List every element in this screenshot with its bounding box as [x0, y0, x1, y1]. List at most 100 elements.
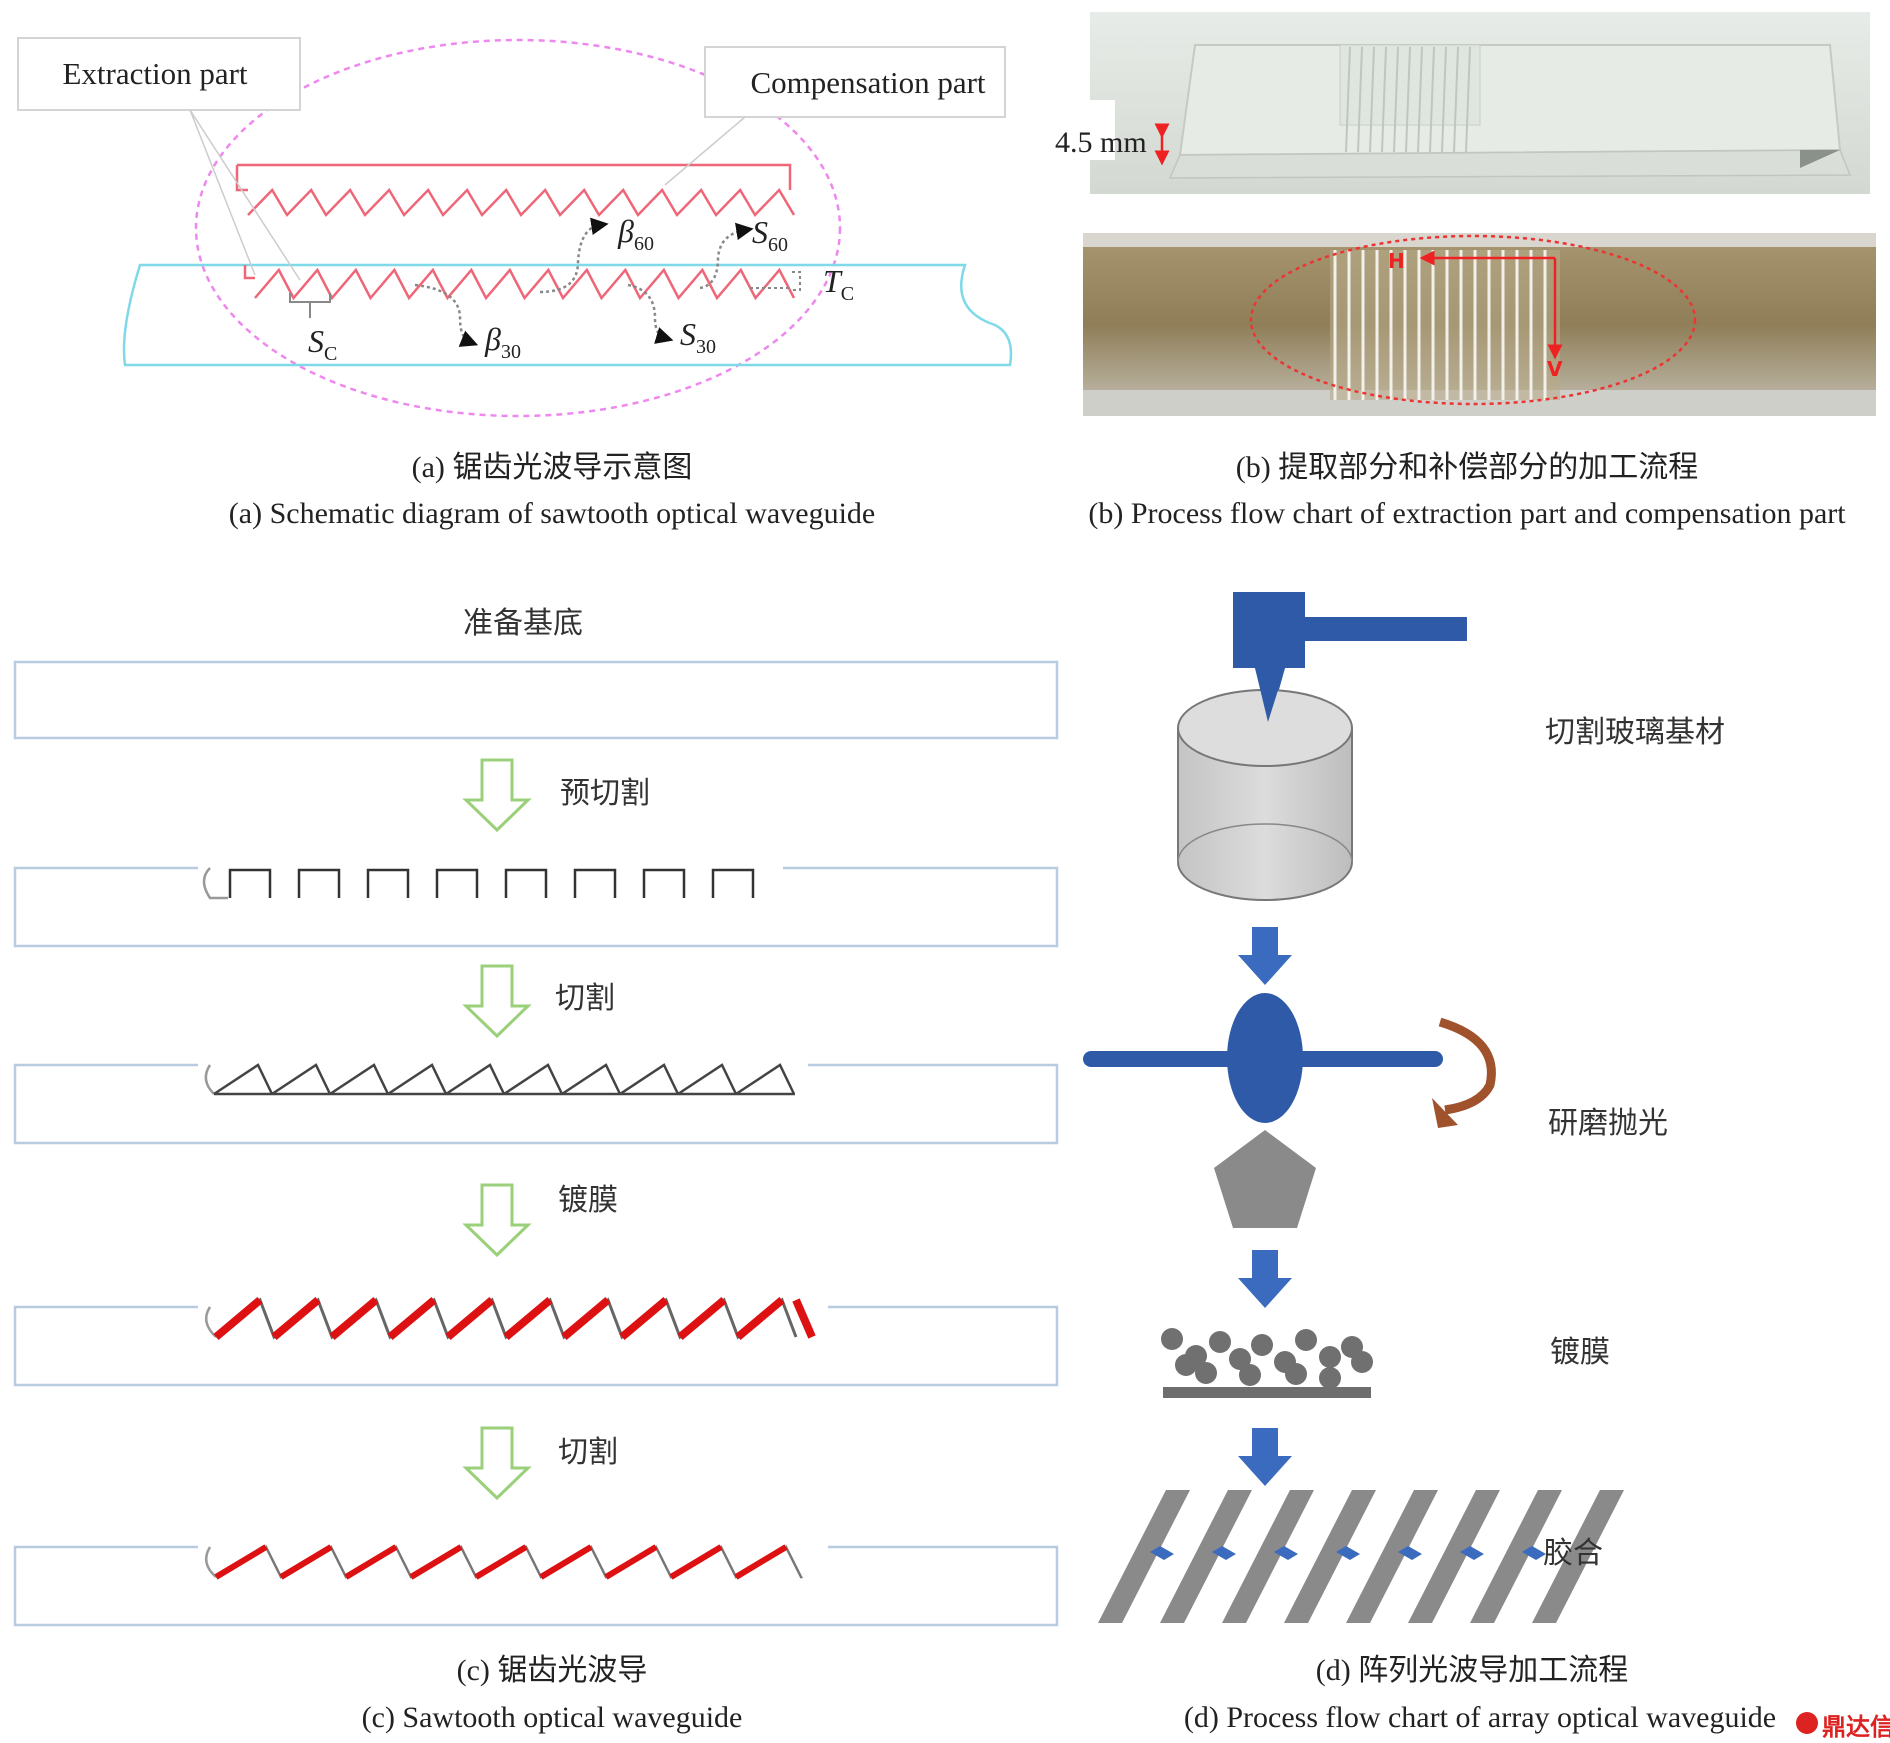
waveguide-photo-bottom: H V	[1083, 233, 1876, 416]
precut-label: 预切割	[560, 776, 650, 811]
glass-strip	[1470, 1490, 1562, 1623]
final-sawtooth-red	[214, 1544, 788, 1580]
coating-label-d: 镀膜	[1550, 1335, 1610, 1370]
s30-label: S30	[680, 316, 716, 358]
compensation-part-outline	[235, 163, 792, 192]
selection-ellipse	[1249, 234, 1697, 406]
particle	[1319, 1367, 1341, 1389]
watermark-text: 鼎达信	[1822, 1713, 1890, 1741]
final-sawtooth-gray	[215, 1545, 804, 1579]
particle	[1229, 1348, 1251, 1370]
particle	[1195, 1362, 1217, 1384]
top-photo-stripes	[1345, 46, 1471, 153]
glued-array-icon	[1098, 1490, 1624, 1623]
cut-glass-label: 切割玻璃基材	[1545, 715, 1725, 750]
beta60-label: β60	[617, 213, 654, 255]
compensation-label: Compensation part	[750, 65, 985, 100]
grinding-wheel-icon	[1083, 993, 1496, 1228]
glass-stripe	[1429, 46, 1435, 153]
down-arrow-3	[462, 1183, 532, 1258]
glass-stripe	[1405, 46, 1411, 153]
glass-strip	[1222, 1490, 1314, 1623]
glue-label: 胶合	[1543, 1536, 1603, 1571]
particle	[1285, 1363, 1307, 1385]
panel-a-caption-cn: (a) 锯齿光波导示意图	[412, 451, 693, 484]
prepare-substrate-label: 准备基底	[463, 606, 583, 641]
glass-strip	[1160, 1490, 1252, 1623]
tc-label: TC	[823, 263, 854, 305]
panel-d-caption-cn: (d) 阵列光波导加工流程	[1316, 1654, 1628, 1687]
glass-cylinder-icon	[1177, 668, 1353, 901]
glass-stripe	[1441, 46, 1447, 153]
cutting-tool-icon	[1233, 592, 1467, 722]
down-arrow-4	[462, 1426, 532, 1501]
bottom-photo-stripes	[1333, 250, 1547, 400]
extraction-notch	[243, 265, 255, 280]
glass-strip	[1284, 1490, 1376, 1623]
beta30-arrow	[414, 283, 479, 347]
particle	[1209, 1331, 1231, 1353]
extraction-label-box	[17, 37, 301, 111]
waveguide-outline	[122, 263, 1013, 367]
compensation-leader	[664, 116, 746, 186]
glue-mark	[1460, 1546, 1484, 1560]
substrate-2	[13, 866, 1059, 948]
down-arrow-2	[462, 964, 532, 1039]
substrate-3	[13, 1063, 1059, 1145]
precut-notches	[228, 868, 755, 898]
tc-bracket	[750, 271, 801, 291]
glass-strip	[1098, 1490, 1190, 1623]
particle	[1295, 1329, 1317, 1351]
glue-mark	[1150, 1546, 1174, 1560]
glass-stripe	[1357, 46, 1363, 153]
extraction-sawtooth	[254, 267, 796, 301]
glue-mark	[1336, 1546, 1360, 1560]
highlight-ellipse	[194, 38, 842, 418]
panel-b-caption-cn: (b) 提取部分和补偿部分的加工流程	[1236, 451, 1698, 484]
s60-arrow	[699, 222, 754, 290]
extraction-label: Extraction part	[62, 56, 247, 91]
panel-a-caption-en: (a) Schematic diagram of sawtooth optica…	[229, 497, 875, 530]
panel-a-sawtooth-schematic: Extraction part Compensation part β60 S6…	[17, 37, 1013, 530]
particle	[1161, 1328, 1183, 1350]
substrate-5	[13, 1545, 1059, 1627]
particle	[1251, 1334, 1273, 1356]
v-label: V	[1547, 357, 1563, 381]
beta30-label: β30	[484, 321, 521, 363]
panel-c-sawtooth-process: 准备基底 预切割 切割 镀膜 切割 (c) 锯齿光波导 (c) Sawtooth…	[13, 606, 1059, 1734]
glue-mark	[1398, 1546, 1422, 1560]
blue-arrow-1	[1238, 927, 1292, 985]
grind-polish-label: 研磨抛光	[1548, 1106, 1668, 1141]
glass-stripe	[1465, 46, 1471, 153]
glass-strip	[1346, 1490, 1438, 1623]
glass-strip	[1408, 1490, 1500, 1623]
blue-arrow-3	[1238, 1428, 1292, 1486]
glass-stripe	[1417, 46, 1423, 153]
coated-sawtooth-red	[213, 1296, 816, 1341]
substrate-4	[13, 1305, 1059, 1387]
particle	[1239, 1364, 1261, 1386]
particle	[1175, 1354, 1197, 1376]
particle	[1319, 1346, 1341, 1368]
panel-b-photos: 4.5 mm H V (b) 提取部分和补偿部分的加工流程 (b) Proces…	[1055, 12, 1876, 530]
compensation-label-box	[704, 46, 1006, 118]
panel-d-caption-en: (d) Process flow chart of array optical …	[1184, 1701, 1776, 1734]
s60-label: S60	[752, 214, 788, 256]
down-arrow-1	[462, 758, 532, 833]
sc-bracket	[289, 293, 331, 318]
glue-mark	[1522, 1546, 1546, 1560]
glass-stripe	[1345, 46, 1351, 153]
sc-label: SC	[308, 323, 337, 365]
glass-strip	[1532, 1490, 1624, 1623]
glue-mark	[1274, 1546, 1298, 1560]
extraction-leader	[189, 109, 301, 281]
h-label: H	[1388, 249, 1405, 273]
panel-c-caption-en: (c) Sawtooth optical waveguide	[362, 1701, 743, 1734]
blue-arrow-2	[1238, 1250, 1292, 1308]
glass-stripe	[1369, 46, 1375, 153]
thickness-label: 4.5 mm	[1055, 126, 1147, 159]
glass-stripe	[1453, 46, 1459, 153]
coating-label: 镀膜	[558, 1183, 618, 1218]
s30-arrow	[627, 283, 674, 344]
